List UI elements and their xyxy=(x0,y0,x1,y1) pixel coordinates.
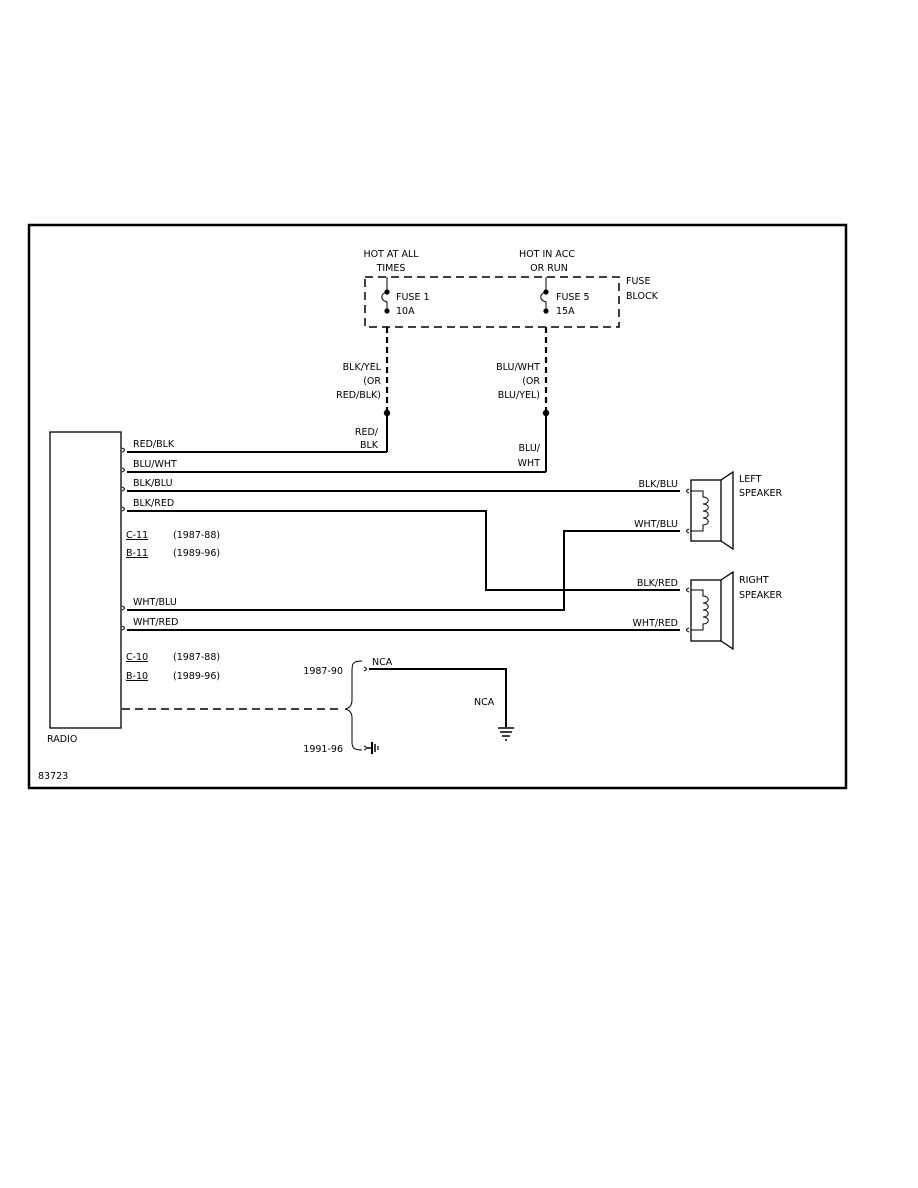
left-speaker-label-2: SPEAKER xyxy=(739,488,782,499)
feed-left-label-2: (OR xyxy=(363,376,381,387)
wire-label-blk-blu: BLK/BLU xyxy=(133,478,173,489)
wire-label-blu-wht: BLU/WHT xyxy=(133,459,177,470)
left-speaker-label-1: LEFT xyxy=(739,474,762,485)
fuse-1-name: FUSE 1 xyxy=(396,292,430,303)
hot-in-acc-line2: OR RUN xyxy=(530,263,568,274)
feed-right-label-3: BLU/YEL) xyxy=(498,390,540,401)
connector-b11-years: (1989-96) xyxy=(173,548,220,559)
diagram-frame xyxy=(27,223,848,790)
hot-at-all-times-line1: HOT AT ALL xyxy=(363,249,419,260)
connector-c11: C-11 xyxy=(126,530,148,541)
nca-label-side: NCA xyxy=(474,697,495,708)
right-speaker-symbol xyxy=(686,570,734,651)
wire-label-red-blk: RED/BLK xyxy=(133,439,175,450)
radio-connector-hooks xyxy=(121,447,125,631)
right-speaker-wire-top: BLK/RED xyxy=(637,578,678,589)
nca-wire xyxy=(369,668,507,727)
fuse-1-symbol xyxy=(381,277,390,314)
radio-box xyxy=(49,431,122,729)
fuse-block-label-line1: FUSE xyxy=(626,276,650,287)
left-speaker-symbol xyxy=(686,470,734,551)
wire-label-wht-blu: WHT/BLU xyxy=(133,597,177,608)
feed-left-label-3: RED/BLK) xyxy=(336,390,381,401)
connector-b11: B-11 xyxy=(126,548,148,559)
connector-b10-years: (1989-96) xyxy=(173,671,220,682)
case-ground-icon xyxy=(363,742,379,754)
left-speaker-wire-bottom: WHT/BLU xyxy=(634,519,678,530)
feed-left-label-1: BLK/YEL xyxy=(343,362,382,373)
feed-wire-right xyxy=(542,327,550,472)
ground-hook-top xyxy=(363,666,367,672)
wire-wht-blu xyxy=(127,530,680,611)
connector-b10: B-10 xyxy=(126,671,148,682)
connector-c10-years: (1987-88) xyxy=(173,652,220,663)
fuse-block-label-line2: BLOCK xyxy=(626,291,659,302)
fuse-block-outline xyxy=(364,276,620,328)
hot-in-acc-line1: HOT IN ACC xyxy=(519,249,575,260)
wire-label-wht-red: WHT/RED xyxy=(133,617,178,628)
feed-right-label-4: BLU/ xyxy=(519,443,541,454)
feed-right-label-2: (OR xyxy=(522,376,540,387)
right-speaker-label-2: SPEAKER xyxy=(739,590,782,601)
nca-label-top: NCA xyxy=(372,657,393,668)
fuse-5-symbol xyxy=(540,277,549,314)
feed-right-label-1: BLU/WHT xyxy=(496,362,540,373)
fuse-1-rating: 10A xyxy=(396,306,415,317)
ground-year-1987-90: 1987-90 xyxy=(303,666,343,677)
wire-blk-red xyxy=(127,510,680,591)
fuse-5-name: FUSE 5 xyxy=(556,292,590,303)
left-speaker-wire-top: BLK/BLU xyxy=(638,479,678,490)
wire-label-blk-red: BLK/RED xyxy=(133,498,174,509)
fuse-5-rating: 15A xyxy=(556,306,575,317)
radio-label: RADIO xyxy=(47,734,77,745)
figure-id: 83723 xyxy=(38,771,68,782)
feed-left-label-4: RED/ xyxy=(355,427,379,438)
right-speaker-wire-bottom: WHT/RED xyxy=(633,618,678,629)
ground-icon xyxy=(498,727,514,741)
right-speaker-label-1: RIGHT xyxy=(739,575,769,586)
connector-c11-years: (1987-88) xyxy=(173,530,220,541)
feed-right-label-5: WHT xyxy=(518,458,541,469)
connector-c10: C-10 xyxy=(126,652,148,663)
fuse-block: HOT AT ALL TIMES HOT IN ACC OR RUN FUSE … xyxy=(363,249,659,328)
feed-wire-left xyxy=(383,327,391,452)
ground-brace xyxy=(344,660,363,751)
hot-at-all-times-line2: TIMES xyxy=(376,263,406,274)
feed-left-label-5: BLK xyxy=(360,440,379,451)
ground-year-1991-96: 1991-96 xyxy=(303,744,343,755)
